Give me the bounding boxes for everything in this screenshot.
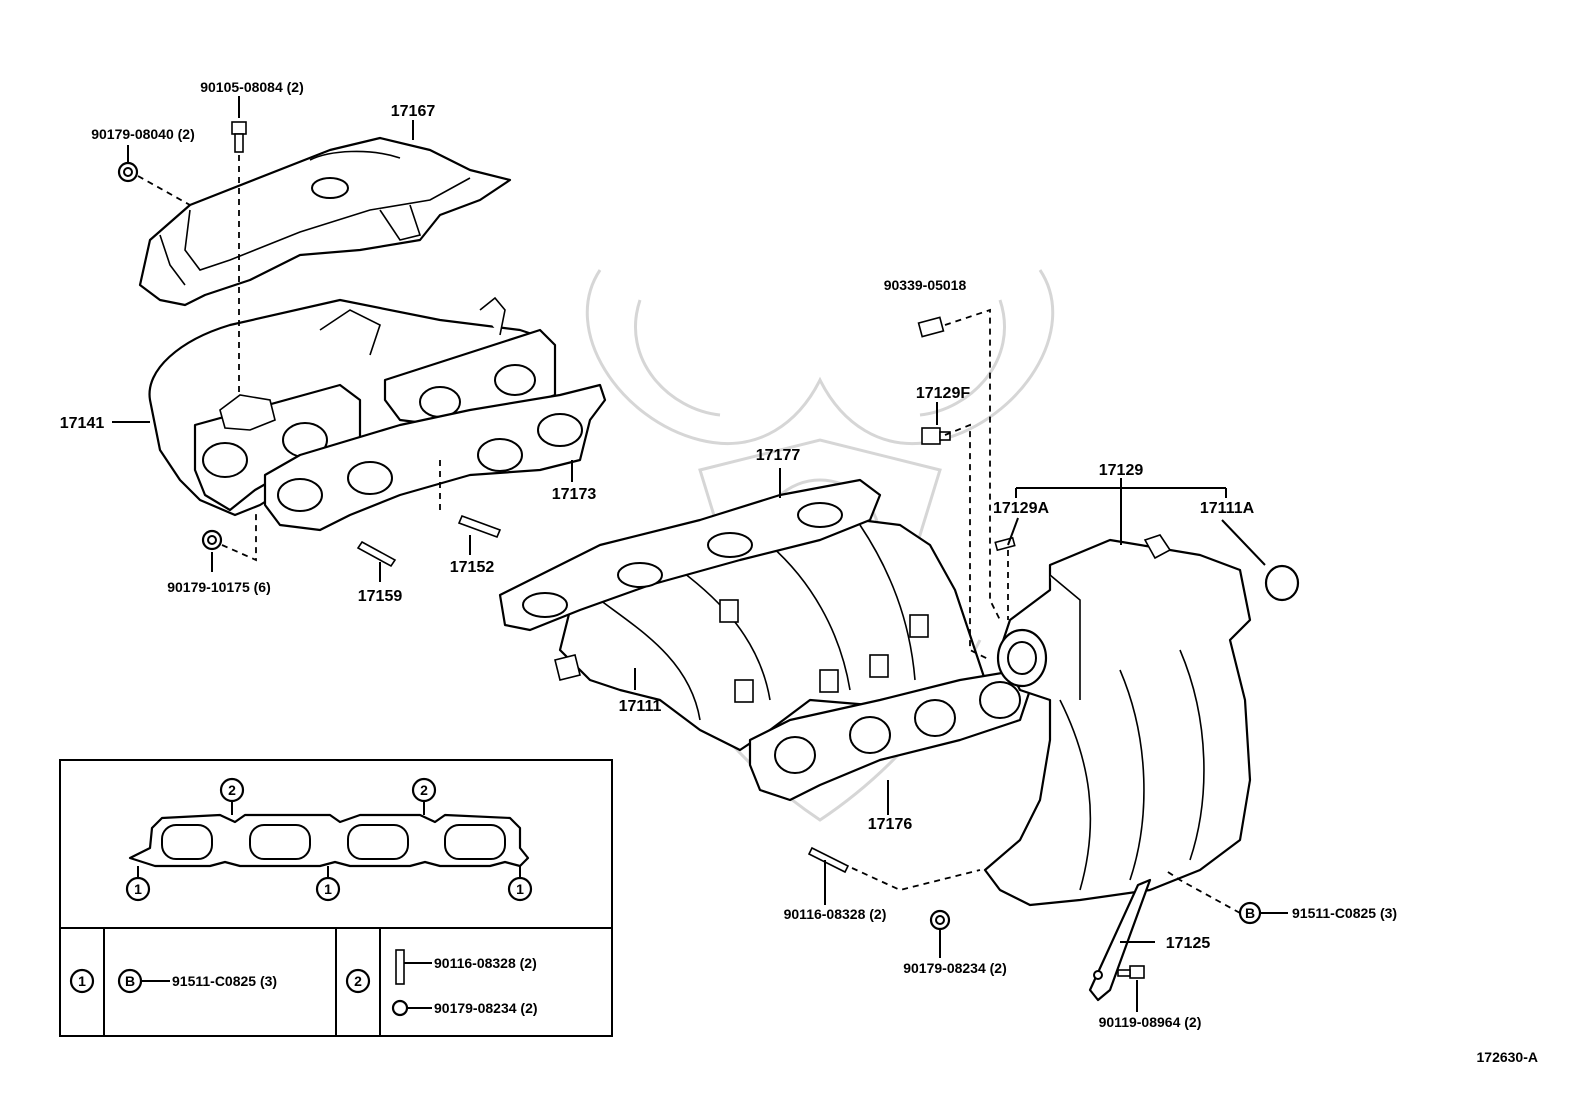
- guide-line-90339: [944, 308, 1001, 621]
- svg-text:B: B: [125, 973, 135, 989]
- leader-lines: [112, 96, 1288, 1012]
- guide-line-nut-90040: [137, 175, 191, 206]
- label-17159: 17159: [358, 588, 403, 605]
- label-90116-08328: 90116-08328 (2): [784, 906, 887, 922]
- inset-label-91511: 91511-C0825 (3): [172, 973, 277, 989]
- inset-label-90179: 90179-08234 (2): [434, 1000, 538, 1016]
- inset-marker-2-left: 2: [219, 777, 245, 815]
- label-17129: 17129: [1099, 462, 1144, 479]
- inset-gasket: [128, 813, 530, 868]
- plug-90339: [917, 316, 945, 338]
- label-90119-08964: 90119-08964 (2): [1099, 1014, 1202, 1030]
- stud-17152: [457, 514, 502, 539]
- guide-line-nut-10175: [221, 510, 257, 562]
- svg-text:2: 2: [354, 973, 362, 989]
- nut-90179-08234: [929, 909, 951, 931]
- svg-text:2: 2: [420, 782, 428, 798]
- gasket-inset-box: 2 2 1 1 1 1 B: [59, 759, 613, 1037]
- nut-90179-08040: [117, 161, 139, 183]
- label-90339-05018: 90339-05018: [884, 277, 967, 293]
- inset-marker-1-right: 1: [507, 866, 533, 902]
- guide-line-90116: [851, 867, 981, 891]
- label-17176: 17176: [868, 816, 913, 833]
- label-B-marker: B: [1245, 905, 1255, 921]
- plug-17129F: [921, 427, 951, 445]
- bolt-90105: [231, 121, 247, 153]
- bolt-90119: [1117, 965, 1145, 979]
- inset-label-90116: 90116-08328 (2): [434, 955, 537, 971]
- figure-code: 172630-A: [1477, 1049, 1539, 1065]
- label-90179-10175: 90179-10175 (6): [167, 579, 271, 595]
- label-90179-08040: 90179-08040 (2): [91, 126, 195, 142]
- inset-legend-marker-2: 2: [345, 968, 371, 994]
- label-17167: 17167: [391, 103, 436, 120]
- label-17129A: 17129A: [993, 500, 1049, 517]
- svg-text:1: 1: [516, 881, 524, 897]
- inset-marker-2-right: 2: [411, 777, 437, 815]
- label-17141: 17141: [60, 415, 105, 432]
- pin-17129A: [994, 536, 1016, 552]
- svg-text:2: 2: [228, 782, 236, 798]
- stud-17159: [356, 540, 397, 568]
- cap-17111A: [1264, 564, 1300, 602]
- label-17152: 17152: [450, 559, 495, 576]
- label-17125: 17125: [1166, 935, 1211, 952]
- label-90179-08234: 90179-08234 (2): [903, 960, 1007, 976]
- gasket-17173: [263, 383, 607, 532]
- nut-90179-10175: [201, 529, 223, 551]
- gasket-17177: [498, 478, 882, 632]
- svg-text:1: 1: [134, 881, 142, 897]
- manifold-17141: [148, 296, 557, 517]
- label-17111A: 17111A: [1200, 500, 1255, 517]
- stud-90116: [807, 846, 850, 874]
- label-17177: 17177: [756, 447, 801, 464]
- inset-legend-nut-row: 90179-08234 (2): [391, 999, 538, 1017]
- inset-marker-1-middle: 1: [315, 866, 341, 902]
- intake-plenum-17129: [983, 534, 1252, 907]
- label-17111: 17111: [619, 698, 662, 715]
- label-17129F: 17129F: [916, 385, 970, 402]
- inset-legend-B-row: B 91511-C0825 (3): [117, 968, 277, 994]
- inset-legend-stud-row: 90116-08328 (2): [395, 949, 537, 985]
- label-17173: 17173: [552, 486, 597, 503]
- svg-text:1: 1: [78, 973, 86, 989]
- gasket-17176: [748, 668, 1032, 802]
- bracket-17125: [1088, 878, 1152, 1002]
- inset-marker-1-left: 1: [125, 866, 151, 902]
- guide-line-17129F: [944, 423, 991, 661]
- inset-legend-marker-1: 1: [69, 968, 95, 994]
- svg-text:1: 1: [324, 881, 332, 897]
- label-90105-08084: 90105-08084 (2): [200, 79, 304, 95]
- guide-line-B: [1164, 869, 1241, 914]
- heat-insulator-17167: [138, 136, 512, 307]
- label-91511-C0825: 91511-C0825 (3): [1292, 905, 1397, 921]
